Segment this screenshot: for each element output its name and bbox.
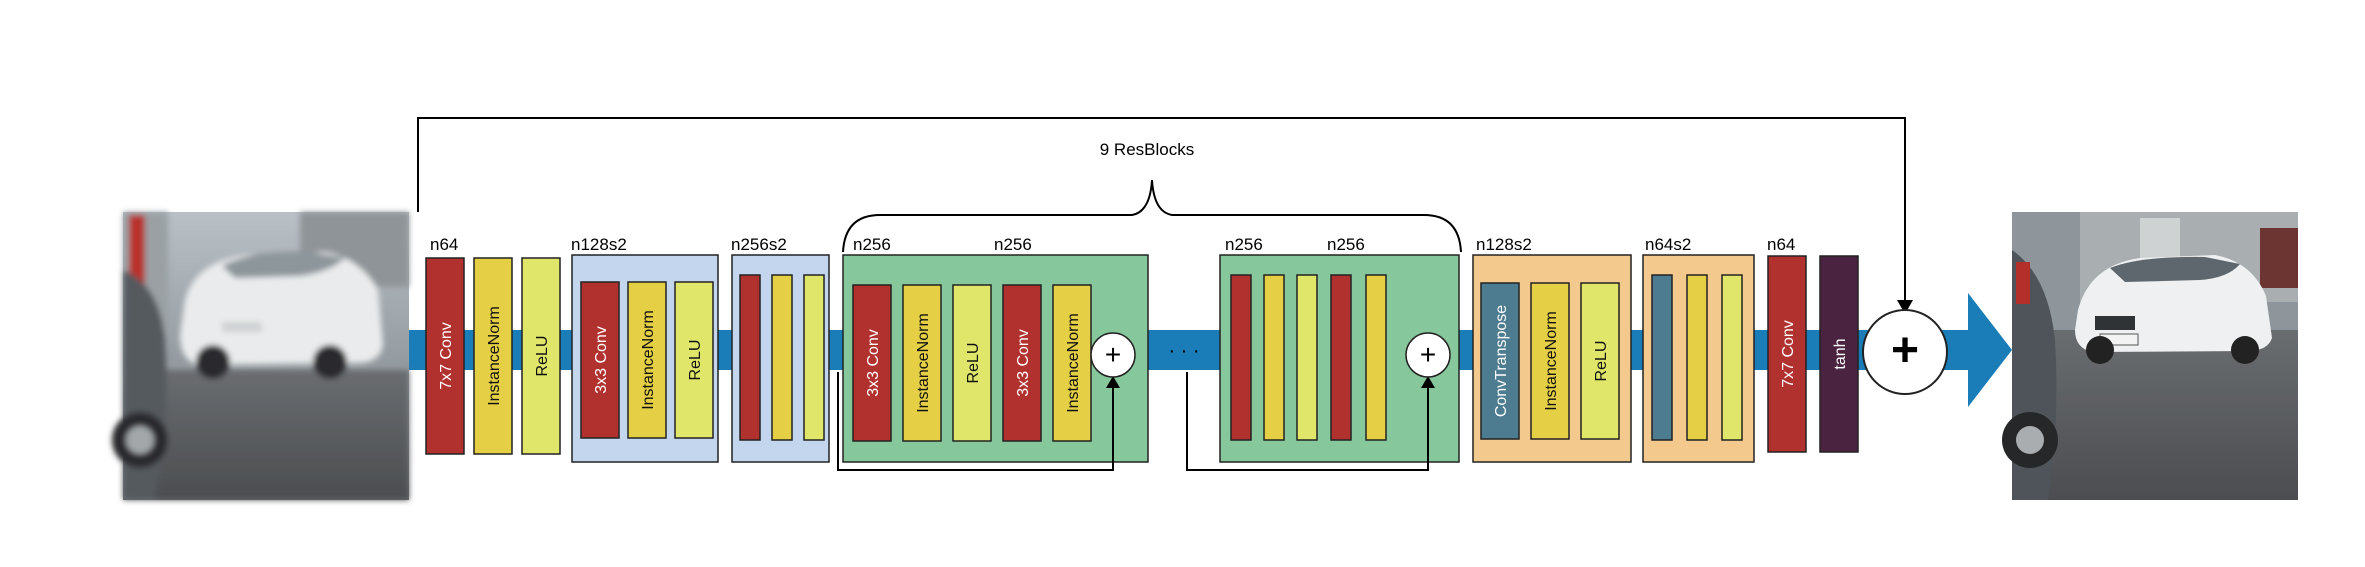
layer-res1-conv-a — [852, 284, 892, 442]
resblock-1-skip-arrowhead — [1106, 376, 1120, 388]
resblocks-title: 9 ResBlocks — [1100, 140, 1194, 159]
layer-up2-convtranspose — [1651, 274, 1673, 441]
stage-label-first: n64 — [430, 235, 458, 254]
resblock-1-add-sign: + — [1105, 339, 1121, 370]
resblock-9-add-node — [1405, 332, 1451, 378]
resblock-1-add-node — [1090, 332, 1136, 378]
layer-res9-conv-b — [1330, 274, 1352, 441]
stage-label-res1-b: n256 — [994, 235, 1032, 254]
input-image — [112, 212, 409, 500]
layer-down1-norm — [627, 281, 667, 439]
layer-res9-norm-b — [1365, 274, 1387, 441]
global-skip-arrowhead — [1897, 300, 1913, 314]
layer-res1-norm-a — [902, 284, 942, 442]
layer-res1-norm-a-label: InstanceNorm — [915, 313, 932, 413]
stage-label-res1-a: n256 — [853, 235, 891, 254]
layer-up1-convtranspose — [1480, 282, 1520, 440]
layer-down2-conv — [739, 274, 761, 441]
layer-res9-relu — [1296, 274, 1318, 441]
global-skip-line — [417, 117, 1906, 300]
stage-label-down1: n128s2 — [571, 235, 627, 254]
layer-res9-conv-a — [1230, 274, 1252, 441]
resblock-9-add-sign: + — [1420, 339, 1436, 370]
layer-first-conv-label: 7x7 Conv — [438, 322, 455, 390]
layer-first-conv — [425, 257, 465, 455]
layer-last-tanh-label: tanh — [1832, 338, 1849, 369]
layer-res9-norm-a — [1263, 274, 1285, 441]
global-add-sign: + — [1891, 324, 1919, 377]
resblock-9-skip-arrowhead — [1421, 376, 1435, 388]
layer-first-norm-label: InstanceNorm — [486, 306, 503, 406]
layer-down1-relu — [674, 281, 714, 439]
resblock-1-skip-line — [837, 372, 1114, 471]
stage-label-last: n64 — [1767, 235, 1795, 254]
resblock-9-skip-line — [1186, 372, 1429, 471]
output-arrow — [1930, 293, 2012, 407]
layer-up1-relu-label: ReLU — [1593, 341, 1610, 382]
global-add-node — [1862, 309, 1948, 395]
layer-last-tanh — [1819, 255, 1859, 453]
stage-label-up1: n128s2 — [1476, 235, 1532, 254]
layer-up2-relu — [1721, 274, 1743, 441]
output-image — [2002, 212, 2298, 500]
layer-last-conv — [1767, 255, 1807, 453]
layer-res1-conv-b-label: 3x3 Conv — [1015, 329, 1032, 397]
layer-first-norm — [473, 257, 513, 455]
layer-up2-norm — [1686, 274, 1708, 441]
layer-down2-relu — [803, 274, 825, 441]
stage-label-up2: n64s2 — [1645, 235, 1691, 254]
layer-res1-conv-b — [1002, 284, 1042, 442]
resblocks-ellipsis: · · · — [1168, 340, 1199, 362]
layer-up1-norm — [1530, 282, 1570, 440]
layer-up1-norm-label: InstanceNorm — [1543, 311, 1560, 411]
layer-down1-conv-label: 3x3 Conv — [593, 326, 610, 394]
layer-up1-relu — [1580, 282, 1620, 440]
stage-label-res9-a: n256 — [1225, 235, 1263, 254]
layer-down1-relu-label: ReLU — [687, 340, 704, 381]
layer-first-relu-label: ReLU — [534, 336, 551, 377]
layer-res1-norm-b-label: InstanceNorm — [1065, 313, 1082, 413]
layer-up1-convtranspose-label: ConvTranspose — [1493, 305, 1510, 417]
layer-down1-conv — [580, 281, 620, 439]
resblocks-brace — [842, 179, 1462, 253]
layer-down1-norm-label: InstanceNorm — [640, 310, 657, 410]
stage-label-res9-b: n256 — [1327, 235, 1365, 254]
layer-first-relu — [521, 257, 561, 455]
layer-res1-conv-a-label: 3x3 Conv — [865, 329, 882, 397]
layer-down2-norm — [771, 274, 793, 441]
layer-res1-relu — [952, 284, 992, 442]
layer-res1-norm-b — [1052, 284, 1092, 442]
layer-res1-relu-label: ReLU — [965, 343, 982, 384]
stage-label-down2: n256s2 — [731, 235, 787, 254]
layer-last-conv-label: 7x7 Conv — [1780, 320, 1797, 388]
